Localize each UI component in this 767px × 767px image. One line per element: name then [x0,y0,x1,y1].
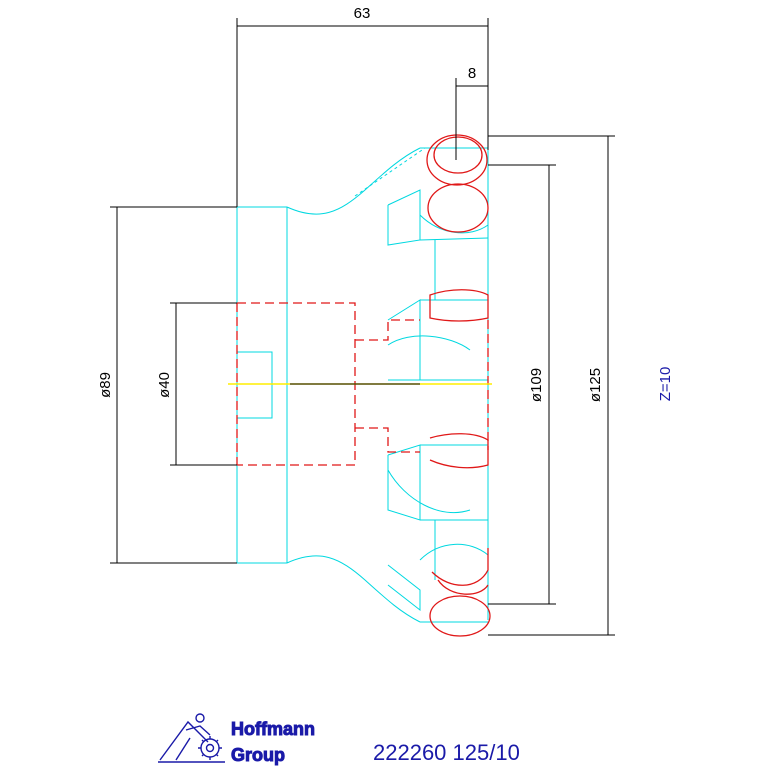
dimension-d89: ø89 [97,206,237,564]
logo-text-line2: Group [231,745,285,765]
dimension-d109: ø109 [488,164,556,605]
dim-63-label: 63 [354,5,371,22]
dim-8-label: 8 [468,65,476,82]
dim-d125-label: ø125 [587,368,604,402]
dim-d89-label: ø89 [97,372,114,398]
dim-d40-label: ø40 [156,372,173,398]
dimension-d125: ø125 [488,135,615,636]
dim-d109-label: ø109 [528,368,545,402]
teeth-count-label: Z=10 [657,367,674,402]
dimension-d40: ø40 [156,302,237,466]
hoffmann-logo: Hoffmann Group [158,713,316,766]
cutter-body-outline [236,147,489,623]
article-number: 222260 125/10 [373,740,520,765]
logo-figure-icon [158,713,225,763]
dimension-63: 63 [236,5,489,207]
cutting-inserts [426,134,491,637]
dimension-8: 8 [455,65,488,160]
logo-text-line1: Hoffmann [231,719,315,739]
